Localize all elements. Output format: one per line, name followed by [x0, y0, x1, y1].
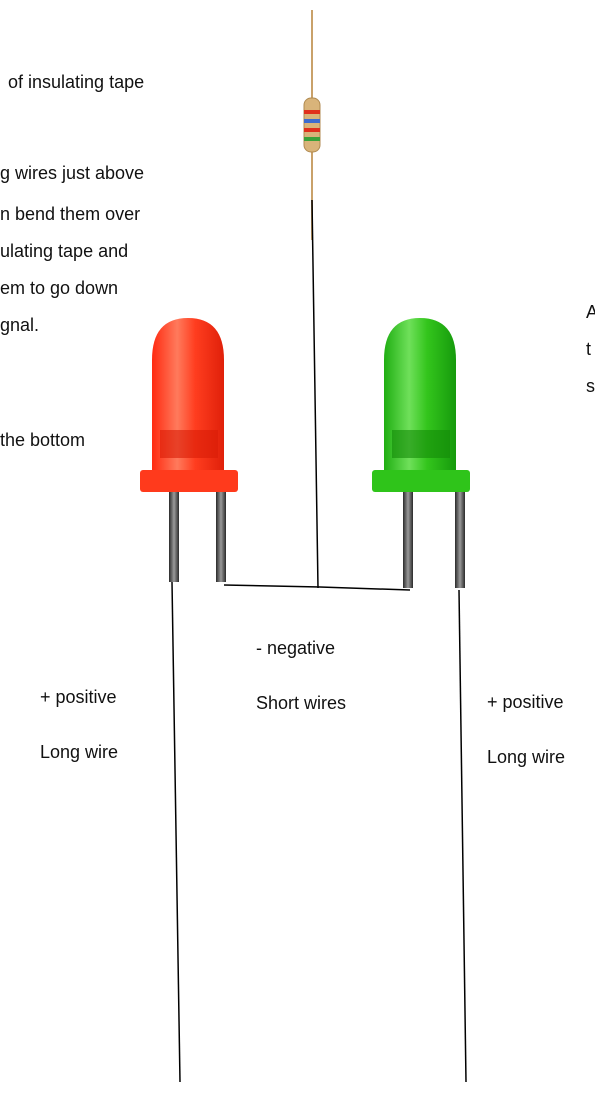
- instruction-line-5: em to go down: [0, 278, 119, 298]
- instruction-line-6: gnal.: [0, 315, 40, 335]
- green-led: [372, 318, 470, 588]
- red-long-wire-label: Long wire: [40, 742, 119, 762]
- wiring: [171, 199, 467, 1083]
- instruction-line-3: n bend them over: [0, 204, 141, 224]
- negative-label: - negative: [256, 638, 336, 658]
- instruction-right-2: t: [586, 339, 592, 359]
- negative-junction-wire: [223, 584, 411, 591]
- red-led: [140, 318, 238, 582]
- instruction-right-3: s: [586, 376, 595, 396]
- instruction-line-2: g wires just above: [0, 163, 145, 183]
- instruction-line-1: of insulating tape: [8, 72, 145, 92]
- green-long-wire: [458, 589, 467, 1083]
- green-long-wire-label: Long wire: [487, 747, 566, 767]
- resistor-wire: [311, 199, 319, 589]
- red-long-wire: [171, 581, 181, 1083]
- red-positive-label: + positive: [40, 687, 117, 707]
- short-wires-label: Short wires: [256, 693, 347, 713]
- green-positive-label: + positive: [487, 692, 564, 712]
- instruction-line-7: the bottom: [0, 430, 86, 450]
- instruction-line-4: ulating tape and: [0, 241, 129, 261]
- resistor: [303, 10, 321, 240]
- instruction-right-1: A: [586, 302, 595, 322]
